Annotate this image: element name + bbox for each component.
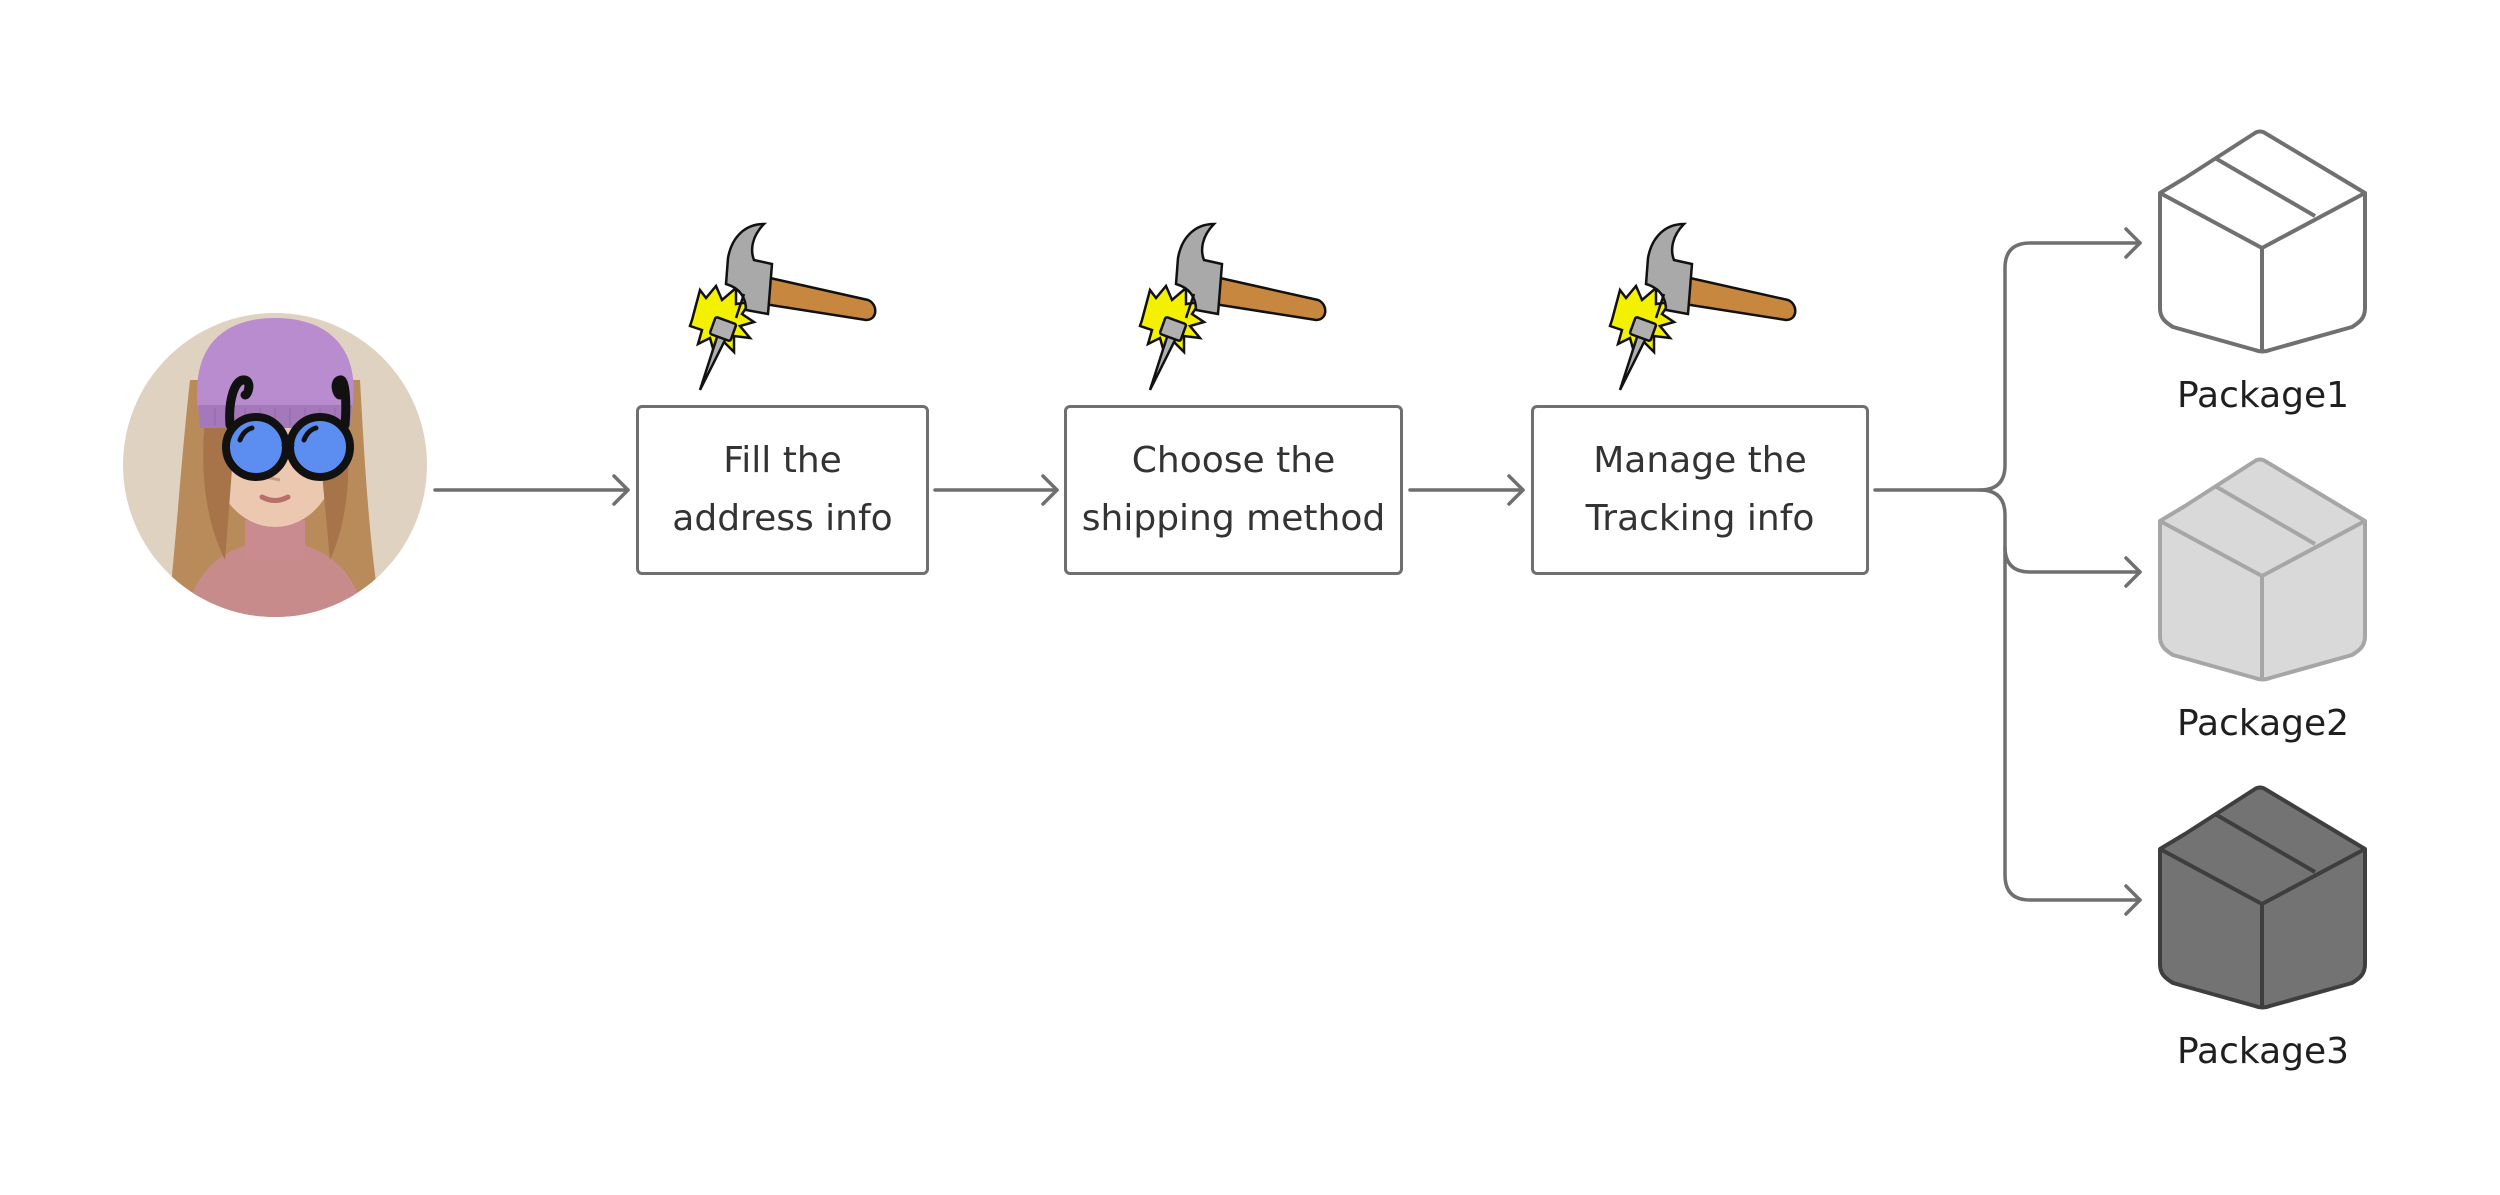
glasses-icon [222, 375, 354, 481]
step-label-line1: Fill the [723, 440, 842, 481]
arrow-step2-to-step3 [1408, 474, 1525, 506]
step-choose-shipping: Choose the shipping method [1064, 405, 1403, 575]
package-label: Package2 [2176, 703, 2350, 744]
step-label-line2: address info [672, 498, 893, 539]
branch-connector [1873, 227, 2142, 916]
package-box-icon [2158, 457, 2367, 682]
step-manage-tracking: Manage the Tracking info [1531, 405, 1869, 575]
package-label: Package1 [2176, 375, 2350, 416]
arrow-step1-to-step2 [933, 474, 1059, 506]
package-box-icon [2158, 785, 2367, 1010]
hammer-nail-icon [688, 222, 877, 391]
hammer-nail-icon [1138, 222, 1327, 392]
arrow-user-to-step1 [433, 474, 630, 506]
package-box-icon [2158, 129, 2367, 354]
step-label-line2: Tracking info [1585, 498, 1815, 539]
step-label-line1: Choose the [1131, 440, 1336, 481]
hammer-nail-icon [1608, 222, 1797, 392]
step-label-line2: shipping method [1081, 498, 1386, 539]
package-label: Package3 [2176, 1031, 2350, 1072]
step-fill-address: Fill the address info [636, 405, 929, 575]
step-label-line1: Manage the [1593, 440, 1807, 481]
user-avatar [123, 313, 427, 617]
